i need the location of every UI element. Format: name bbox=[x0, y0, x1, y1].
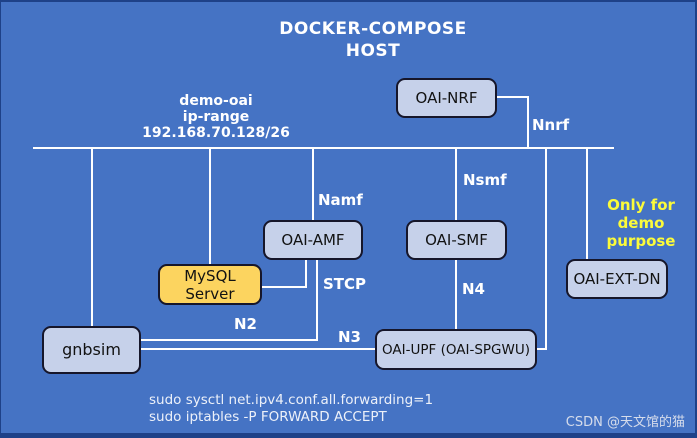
node-oai-upf: OAI-UPF (OAI-SPGWU) bbox=[375, 329, 537, 370]
node-oai-nrf: OAI-NRF bbox=[396, 78, 497, 118]
node-gnbsim-label: gnbsim bbox=[62, 340, 121, 359]
node-oai-amf-label: OAI-AMF bbox=[281, 231, 345, 249]
connector-amf-mysql-vertical bbox=[305, 258, 307, 288]
connector-amf-mysql-horizontal bbox=[260, 286, 307, 288]
interface-label-n2: N2 bbox=[234, 315, 257, 333]
command-line2: sudo iptables -P FORWARD ACCEPT bbox=[149, 409, 387, 425]
node-oai-ext-dn-label: OAI-EXT-DN bbox=[573, 270, 661, 288]
note-line2: demo bbox=[617, 214, 665, 232]
network-name: demo-oai bbox=[179, 93, 253, 109]
node-oai-ext-dn: OAI-EXT-DN bbox=[566, 259, 668, 299]
title-line1: DOCKER-COMPOSE bbox=[279, 19, 467, 39]
node-mysql-server: MySQL Server bbox=[158, 264, 262, 305]
note-line1: Only for bbox=[607, 196, 675, 214]
node-mysql-server-label: MySQL Server bbox=[184, 266, 236, 303]
connector-bus-smf-nsmf bbox=[455, 147, 457, 221]
node-gnbsim: gnbsim bbox=[42, 326, 141, 374]
page-title: DOCKER-COMPOSE HOST bbox=[223, 18, 523, 62]
connector-nnrf-horizontal bbox=[497, 96, 529, 98]
connector-bus-extdn bbox=[586, 147, 588, 260]
network-range-label: ip-range bbox=[182, 109, 250, 125]
watermark: CSDN @天文馆的猫 bbox=[565, 415, 685, 430]
connector-bus-upf-horizontal bbox=[537, 348, 547, 350]
interface-label-n3: N3 bbox=[338, 328, 361, 346]
command-line1: sudo sysctl net.ipv4.conf.all.forwarding… bbox=[149, 392, 434, 408]
interface-label-stcp: STCP bbox=[323, 275, 367, 293]
node-oai-upf-label: OAI-UPF (OAI-SPGWU) bbox=[382, 341, 530, 358]
connector-gnbsim-upf-n3 bbox=[141, 348, 377, 350]
interface-label-namf: Namf bbox=[318, 191, 363, 209]
interface-label-nsmf: Nsmf bbox=[463, 171, 507, 189]
node-oai-smf: OAI-SMF bbox=[406, 220, 507, 260]
sudo-commands: sudo sysctl net.ipv4.conf.all.forwarding… bbox=[149, 392, 433, 426]
node-oai-smf-label: OAI-SMF bbox=[425, 231, 488, 249]
connector-gnbsim-amf-n2 bbox=[141, 339, 318, 341]
connector-bus-upf-vertical bbox=[545, 147, 547, 350]
interface-label-nnrf: Nnrf bbox=[532, 116, 570, 134]
connector-smf-upf-n4 bbox=[455, 258, 457, 330]
connector-nnrf-vertical bbox=[527, 96, 529, 148]
interface-label-n4: N4 bbox=[462, 280, 485, 298]
connector-bus-amf-namf bbox=[312, 147, 314, 221]
network-cidr: 192.168.70.128/26 bbox=[142, 125, 290, 141]
connector-bus-mysql bbox=[209, 147, 211, 265]
connector-bus-gnbsim bbox=[91, 147, 93, 327]
note-line3: purpose bbox=[606, 232, 676, 250]
demo-purpose-note: Only for demo purpose bbox=[589, 196, 693, 250]
node-oai-nrf-label: OAI-NRF bbox=[415, 89, 478, 107]
title-line2: HOST bbox=[345, 41, 401, 61]
network-label: demo-oai ip-range 192.168.70.128/26 bbox=[116, 93, 316, 141]
node-oai-amf: OAI-AMF bbox=[263, 220, 363, 260]
network-bus-line bbox=[33, 147, 614, 149]
connector-amf-n2-riser bbox=[316, 258, 318, 341]
